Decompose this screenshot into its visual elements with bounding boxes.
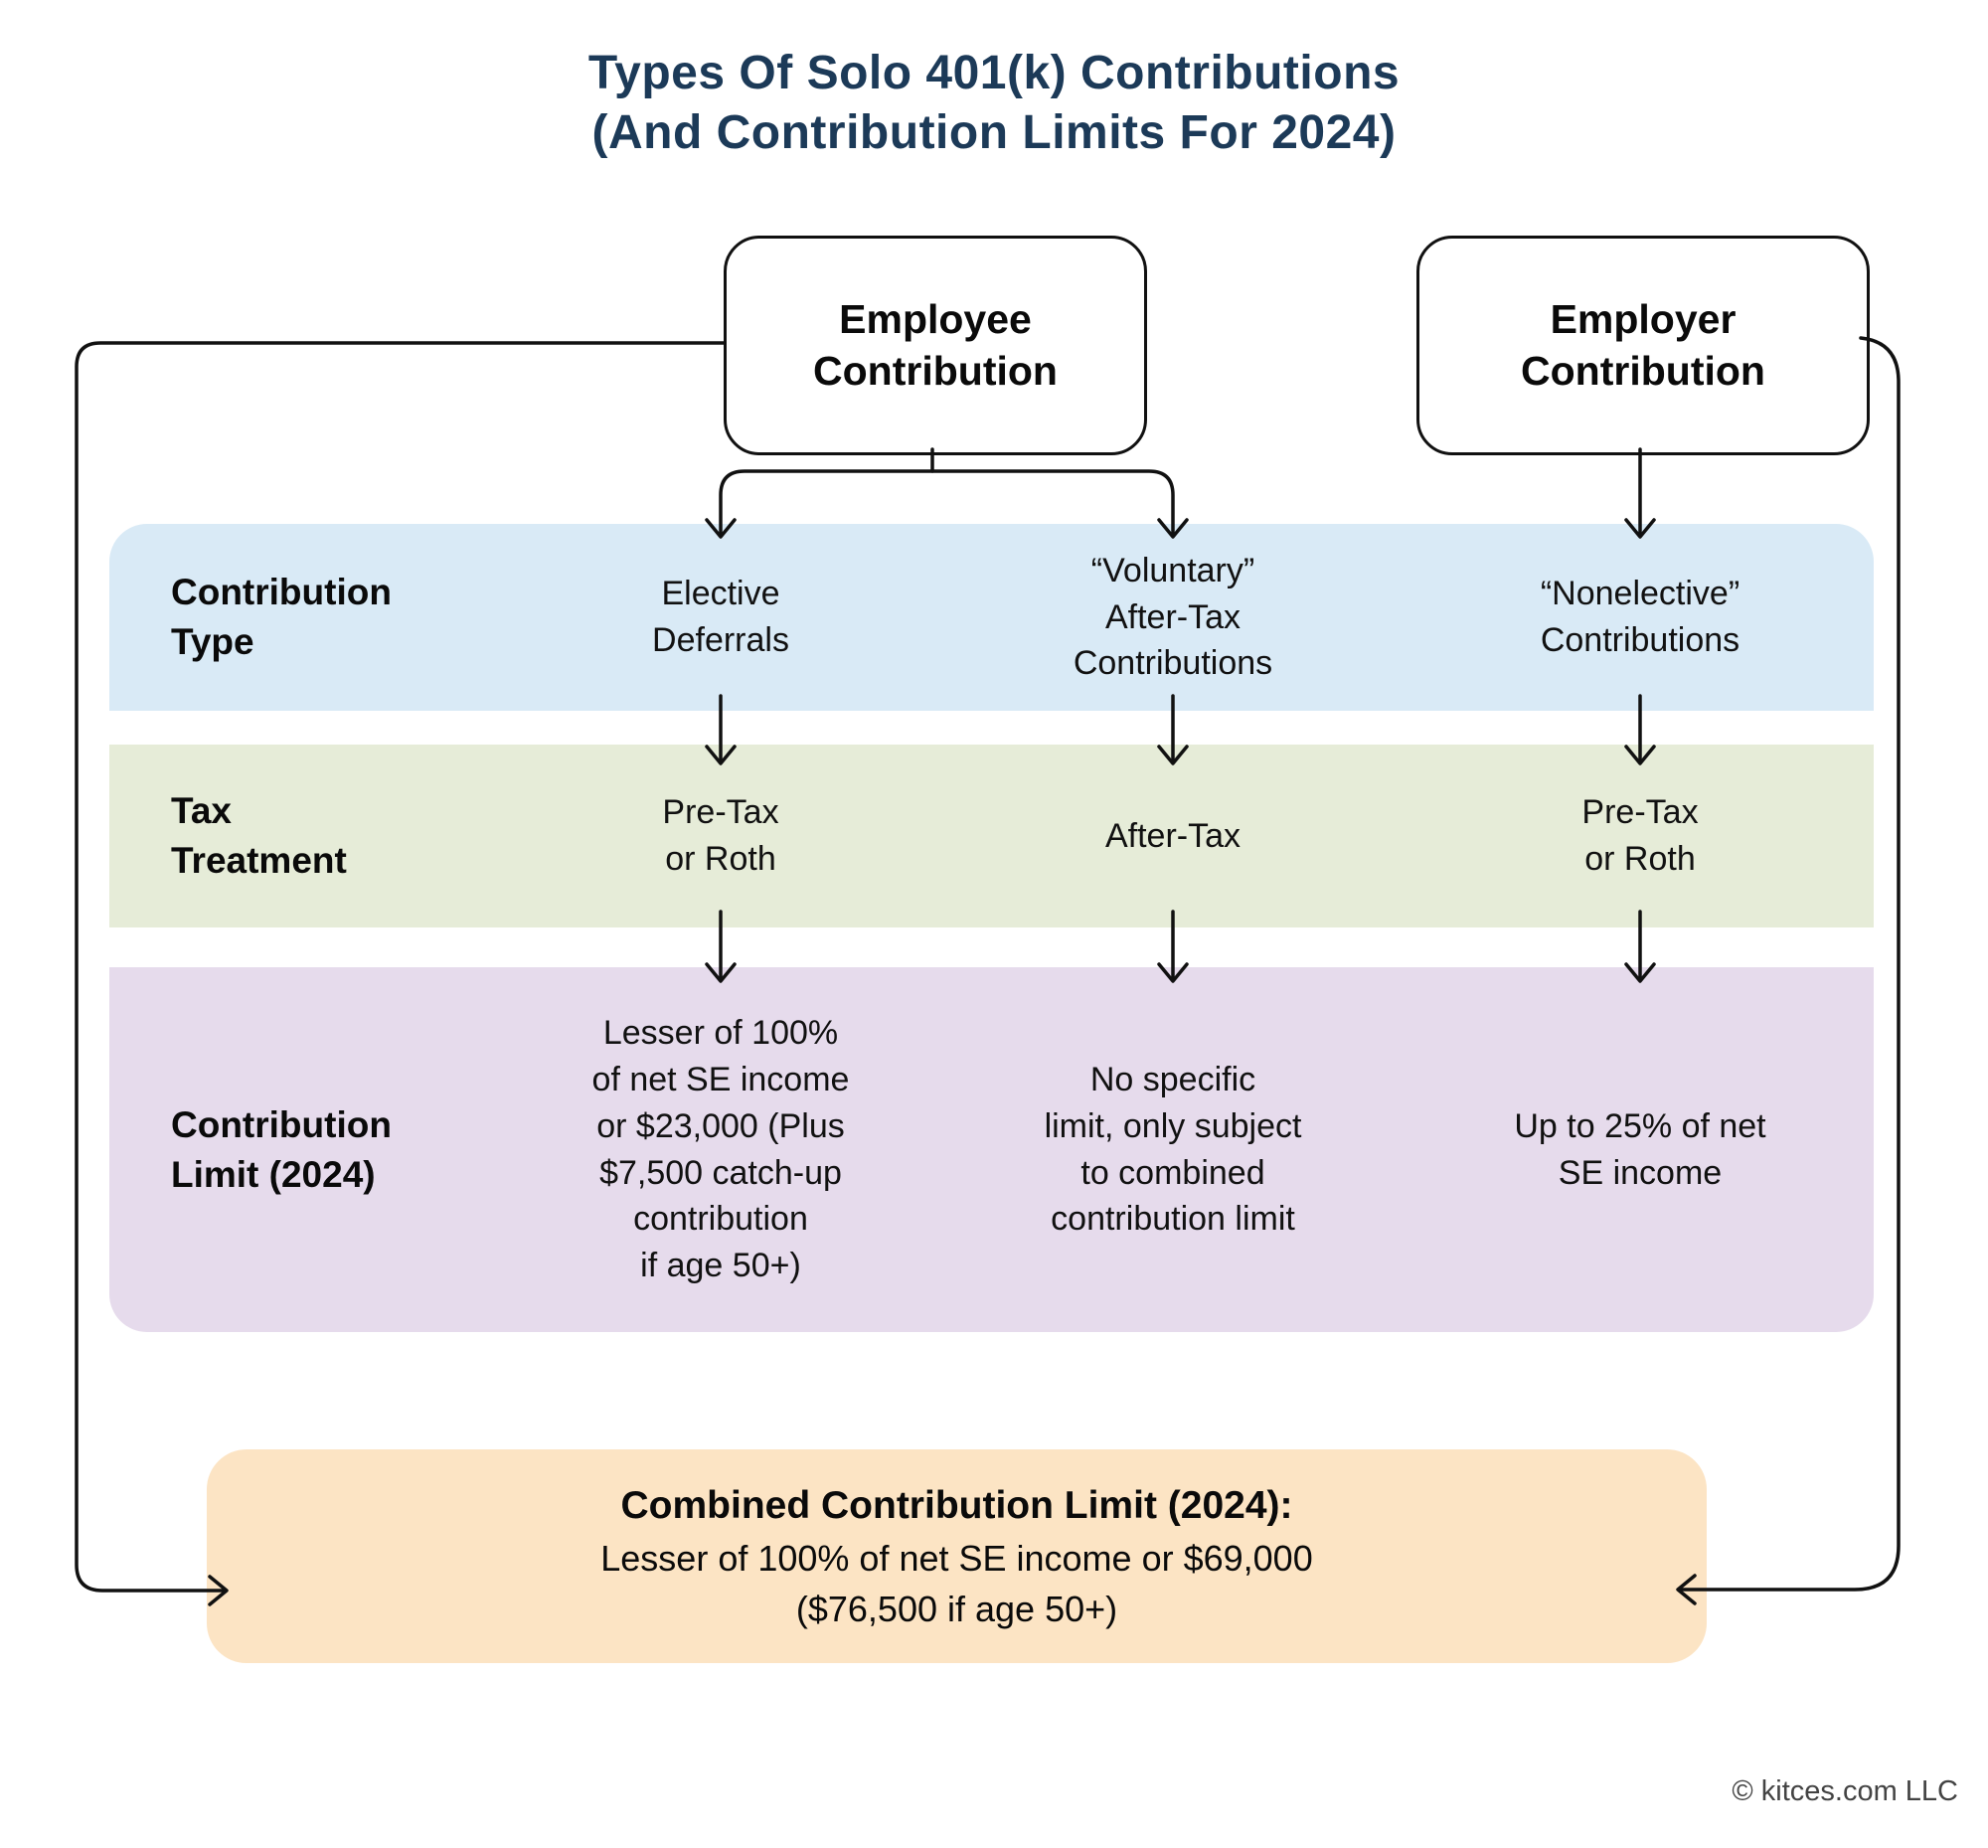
cell-limit-after-tax: No specific limit, only subject to combi…	[1044, 1060, 1302, 1239]
combined-limit-line3: ($76,500 if age 50+)	[795, 1589, 1118, 1630]
combined-limit-heading: Combined Contribution Limit (2024):	[620, 1483, 1293, 1527]
cell-pretax-or-roth-employee: Pre-Tax or Roth	[662, 793, 779, 878]
cell-limit-elective-deferrals: Lesser of 100% of net SE income or $23,0…	[591, 1013, 850, 1285]
cell-elective-deferrals: Elective Deferrals	[652, 575, 789, 659]
cell-after-tax: After-Tax	[1104, 816, 1242, 855]
cell-pretax-or-roth-employer: Pre-Tax or Roth	[1581, 793, 1699, 878]
combined-limit-line2: Lesser of 100% of net SE income or $69,0…	[600, 1538, 1313, 1580]
page-title: Types Of Solo 401(k) Contributions (And …	[0, 44, 1988, 164]
cell-voluntary-after-tax: “Voluntary” After-Tax Contributions	[1073, 551, 1273, 683]
employer-contribution-box: Employer Contribution	[1416, 236, 1870, 455]
combined-limit-box: Combined Contribution Limit (2024): Less…	[207, 1449, 1707, 1663]
contribution-type-row: Contribution Type Elective Deferrals “Vo…	[109, 524, 1874, 711]
contribution-limit-row: Contribution Limit (2024) Lesser of 100%…	[109, 967, 1874, 1332]
employee-contribution-box: Employee Contribution	[724, 236, 1147, 455]
page-title-line1: Types Of Solo 401(k) Contributions	[587, 47, 1401, 99]
tax-treatment-row: Tax Treatment Pre-Tax or Roth After-Tax …	[109, 745, 1874, 927]
copyright-text: © kitces.com LLC	[1732, 1775, 1958, 1807]
row-label-tax-treatment: Tax Treatment	[171, 790, 347, 881]
page-title-line2: (And Contribution Limits For 2024)	[591, 106, 1397, 160]
cell-limit-employer: Up to 25% of net SE income	[1514, 1106, 1766, 1192]
row-label-contribution-type: Contribution Type	[171, 572, 392, 662]
cell-nonelective-contributions: “Nonelective” Contributions	[1540, 575, 1740, 659]
row-label-contribution-limit: Contribution Limit (2024)	[171, 1103, 392, 1195]
